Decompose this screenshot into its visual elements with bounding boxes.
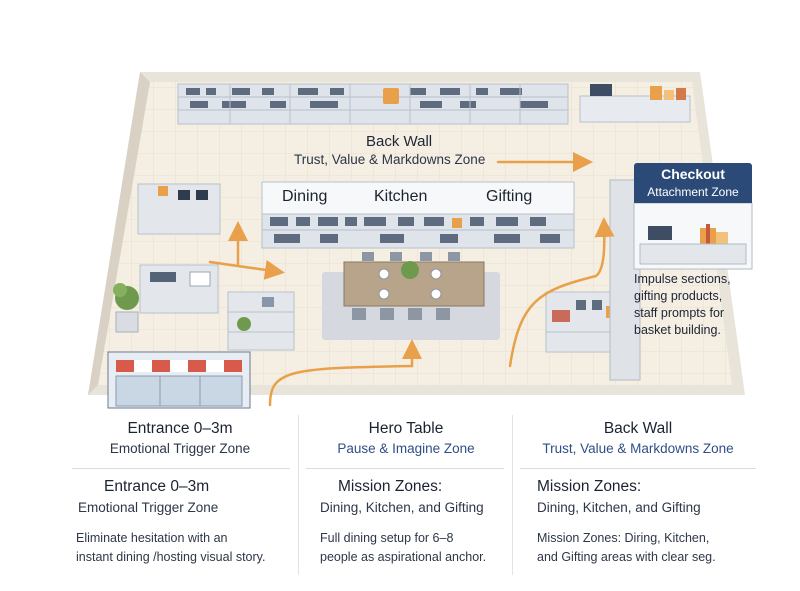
front-left-shelf xyxy=(227,291,295,351)
legend-heading: Entrance 0–3m xyxy=(127,420,233,437)
legend-body: Eliminate hesitation with an instant din… xyxy=(76,529,298,567)
column-divider xyxy=(298,415,299,575)
plant-icon xyxy=(113,283,139,333)
legend-bottom-mission-zones: Mission Zones: Dining, Kitchen, and Gift… xyxy=(320,478,510,567)
callout-line: Impulse sections, xyxy=(634,272,731,286)
column-divider xyxy=(512,415,513,575)
back-right-counter xyxy=(579,84,691,123)
legend-heading: Mission Zones: xyxy=(537,478,642,495)
hero-table-illustration xyxy=(322,252,500,340)
legend-body-line: and Gifting areas with clear seg. xyxy=(537,550,716,564)
legend-heading: Hero Table xyxy=(368,420,444,437)
legend-heading: Mission Zones: xyxy=(338,478,443,495)
back-wall-banner-title: Back Wall xyxy=(366,133,433,150)
storefront-awning-icon xyxy=(107,351,251,409)
legend-top-hero-table: Hero Table Pause & Imagine Zone xyxy=(300,420,512,456)
checkout-subtitle: Attachment Zone xyxy=(647,185,739,199)
legend-body-line: Eliminate hesitation with an xyxy=(76,531,228,545)
mission-label-dining: Dining xyxy=(282,188,328,205)
mission-label-gifting: Gifting xyxy=(486,188,533,205)
legend-separator xyxy=(72,468,290,469)
legend-body: Full dining setup for 6–8 people as aspi… xyxy=(320,529,510,567)
legend-top-back-wall: Back Wall Trust, Value & Markdowns Zone xyxy=(514,420,762,456)
checkout-area xyxy=(609,179,753,381)
callout-line: basket building. xyxy=(634,323,721,337)
legend-sub: Trust, Value & Markdowns Zone xyxy=(542,441,734,456)
legend-body: Mission Zones: Diring, Kitchen, and Gift… xyxy=(537,529,765,567)
legend-body-line: instant dining /hosting visual story. xyxy=(76,550,266,564)
callout-line: gifting products, xyxy=(634,289,723,303)
legend-top-entrance: Entrance 0–3m Emotional Trigger Zone xyxy=(60,420,300,456)
legend-bottom-mission-zones-right: Mission Zones: Dining, Kitchen, and Gift… xyxy=(537,478,765,567)
store-floor-plan xyxy=(88,72,753,409)
legend-body-line: Mission Zones: Diring, Kitchen, xyxy=(537,531,710,545)
legend-body-line: Full dining setup for 6–8 xyxy=(320,531,454,545)
checkout-title: Checkout xyxy=(661,166,725,182)
legend-heading: Back Wall xyxy=(603,420,673,437)
back-wall-shelving xyxy=(177,83,569,125)
customer-flow-arrows xyxy=(208,152,615,407)
checkout-header: Checkout Attachment Zone xyxy=(634,163,752,203)
cash-register-icon xyxy=(648,226,672,240)
cash-register-icon xyxy=(590,84,612,96)
legend-bottom-entrance: Entrance 0–3m Emotional Trigger Zone Eli… xyxy=(76,478,298,567)
legend-sub: Pause & Imagine Zone xyxy=(337,441,475,456)
legend-separator xyxy=(306,468,504,469)
legend-sub: Dining, Kitchen, and Gifting xyxy=(320,500,484,515)
legend-sub: Emotional Trigger Zone xyxy=(109,441,251,456)
left-wall-displays xyxy=(137,183,221,314)
legend-body-line: people as aspirational anchor. xyxy=(320,550,487,564)
legend-sub: Dining, Kitchen, and Gifting xyxy=(537,500,701,515)
legend-heading: Entrance 0–3m xyxy=(104,478,210,495)
mission-label-kitchen: Kitchen xyxy=(374,188,428,205)
checkout-callout: Impulse sections, gifting products, staf… xyxy=(634,271,752,339)
back-wall-banner-subtitle: Trust, Value & Markdowns Zone xyxy=(294,152,486,167)
gift-box-icon xyxy=(700,224,728,244)
mission-zone-shelving xyxy=(261,181,575,249)
legend-sub: Emotional Trigger Zone xyxy=(78,500,219,515)
legend-separator xyxy=(520,468,756,469)
callout-line: staff prompts for xyxy=(634,306,725,320)
